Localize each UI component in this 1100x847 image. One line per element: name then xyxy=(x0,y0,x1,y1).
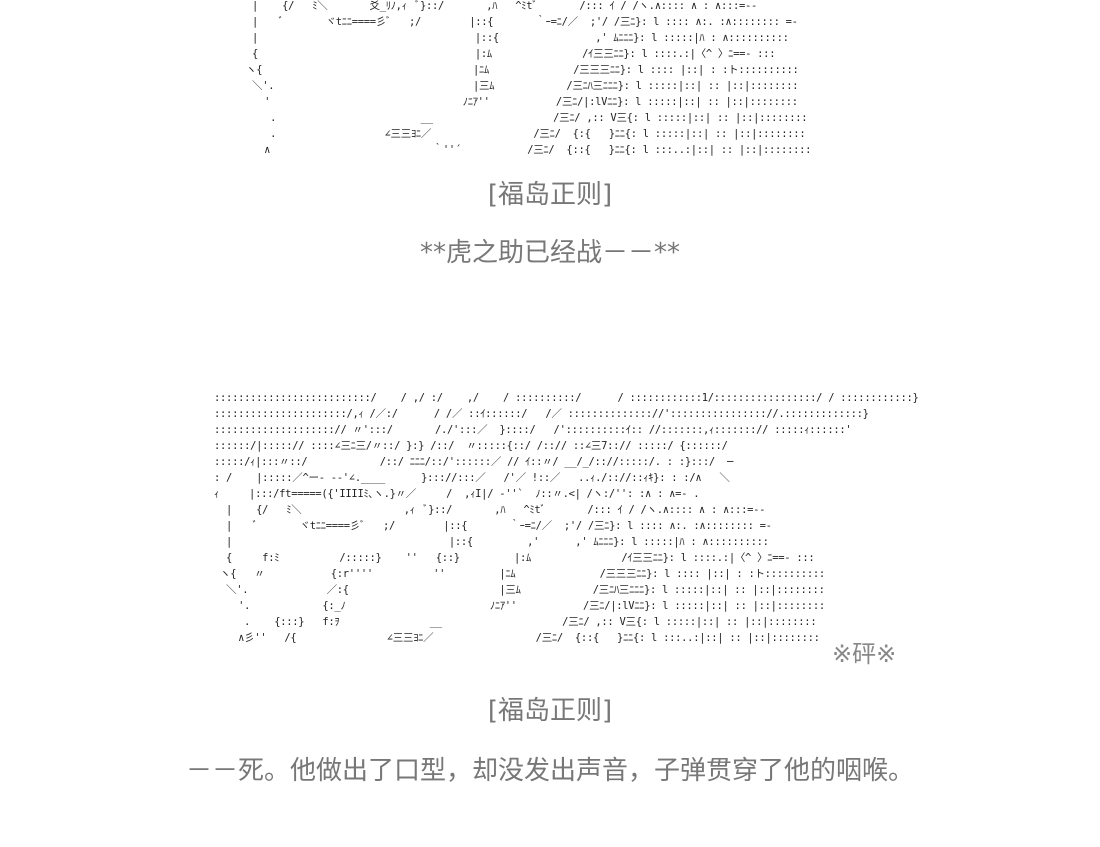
ascii-art-line: | ﾞ ヾtﾆﾆ====彡ﾞ ;/ |::{ ｀ｰ=ﾆ/／ ;'/ /三ﾆ}: … xyxy=(240,16,798,28)
ascii-art-line: ヽ{ 〃 {:r'''' '' |ﾆﾑ /三三三ﾆﾆ}: l :::: |::|… xyxy=(214,568,825,580)
sound-effect: ※砰※ xyxy=(832,640,897,668)
ascii-art-line: :::::/ｨ|:::〃::/ /::/ ﾆﾆﾆ/::/'::::::／ // … xyxy=(214,456,734,468)
ascii-art-line: { f:ﾐ /:::::} '' {::} |:ﾑ /ｲ三三ﾆﾆ}: l :::… xyxy=(214,552,815,564)
ascii-art-line: ＼'. ／:{ |三ﾑ /三ﾆﾊ三ﾆﾆﾆ}: l :::::|::| :: |:… xyxy=(214,584,825,596)
ascii-art-line: . __ /三ﾆ/ ,:: V三{: l :::::|::| :: |::|::… xyxy=(240,112,808,124)
ascii-art-line: ' ﾉﾆｱ'' /三ﾆ/|:lVﾆﾆ}: l :::::|::| :: |::|… xyxy=(240,96,798,108)
ascii-art-top: | {/ ﾐ＼ 爻_ﾘﾉ,ｨ ﾞ}::/ ,ﾊ ^ﾐtﾞ /::: ｲ / /ヽ… xyxy=(240,0,811,158)
ascii-art-line: | {/ ﾐ＼ ,ｨ ﾞ}::/ ,ﾊ ^ﾐtﾞ /::: ｲ / /ヽ.∧::… xyxy=(214,504,766,516)
ascii-art-line: | |::{ ,' ,' ﾑﾆﾆﾆ}: l :::::|ﾊ : ∧:::::::… xyxy=(214,536,769,548)
ascii-art-line: ::::::/|:::::// ::::∠三ﾆ三/〃::/ }:} /::/ 〃… xyxy=(214,440,728,452)
ascii-art-bottom: ::::::::::::::::::::::::::/ / ,/ :/ ,/ /… xyxy=(214,390,919,646)
ascii-art-line: ｨ |:::/ft=====({'IIIIﾐ､ヽ.}〃／ / ,ｨI|/ ‐''… xyxy=(214,488,700,500)
speaker-name: [福岛正则] xyxy=(487,180,613,210)
speaker-name: [福岛正则] xyxy=(487,696,613,726)
ascii-art-line: { |:ﾑ /ｲ三三ﾆﾆ}: l ::::.:|〈^ 〉ﾆ==‐ ::: xyxy=(240,48,776,60)
narration-line: －－死。他做出了口型，却没发出声音，子弹贯穿了他的咽喉。 xyxy=(185,756,914,786)
ascii-art-line: ヽ{ |ﾆﾑ /三三三ﾆﾆ}: l :::: |::| : :ト::::::::… xyxy=(240,64,799,76)
ascii-art-line: ∧彡'' /{ ∠三三ﾖﾆ／ /三ﾆ/ {::{ }ﾆﾆ{: l :::..:|… xyxy=(214,632,820,644)
ascii-art-line: | |::{ ,' ﾑﾆﾆﾆ}: l :::::|ﾊ : ∧:::::::::: xyxy=(240,32,789,44)
ascii-art-line: ::::::::::::::::::::// 〃':::/ /./':::／ }… xyxy=(214,424,852,436)
ascii-art-line: ::::::::::::::::::::::::::/ / ,/ :/ ,/ /… xyxy=(214,392,919,404)
ascii-art-line: . ∠三三ﾖﾆ／ /三ﾆ/ {:{ }ﾆﾆ{: l :::::|::| :: |… xyxy=(240,128,806,140)
ascii-art-line: ∧ ｀''´ /三ﾆ/ {::{ }ﾆﾆ{: l :::..:|::| :: |… xyxy=(240,144,812,156)
ascii-art-line: : / |:::::／^ー‐ ‐‐'∠.____ }::://:::／ /'／ … xyxy=(214,472,730,484)
ascii-art-line: | {/ ﾐ＼ 爻_ﾘﾉ,ｨ ﾞ}::/ ,ﾊ ^ﾐtﾞ /::: ｲ / /ヽ… xyxy=(240,0,758,12)
ascii-art-line: ＼'. |三ﾑ /三ﾆﾊ三ﾆﾆﾆ}: l :::::|::| :: |::|::… xyxy=(240,80,799,92)
ascii-art-line: | ﾞ ヾtﾆﾆ====彡ﾞ ;/ |::{ ｀ｰ=ﾆ/／ ;'/ /三ﾆ}: … xyxy=(214,520,772,532)
ascii-art-line: . {:::} f:ｦ __ /三ﾆ/ ,:: V三{: l :::::|::|… xyxy=(214,616,817,628)
ascii-art-line: '. {:_ﾉ ﾉﾆｱ'' /三ﾆ/|:lVﾆﾆ}: l :::::|::| :… xyxy=(214,600,825,612)
ascii-art-line: ::::::::::::::::::::::/,ｨ /／:/ / /／ ::ｲ:… xyxy=(214,408,869,420)
dialogue-line: **虎之助已经战－－** xyxy=(419,238,680,268)
